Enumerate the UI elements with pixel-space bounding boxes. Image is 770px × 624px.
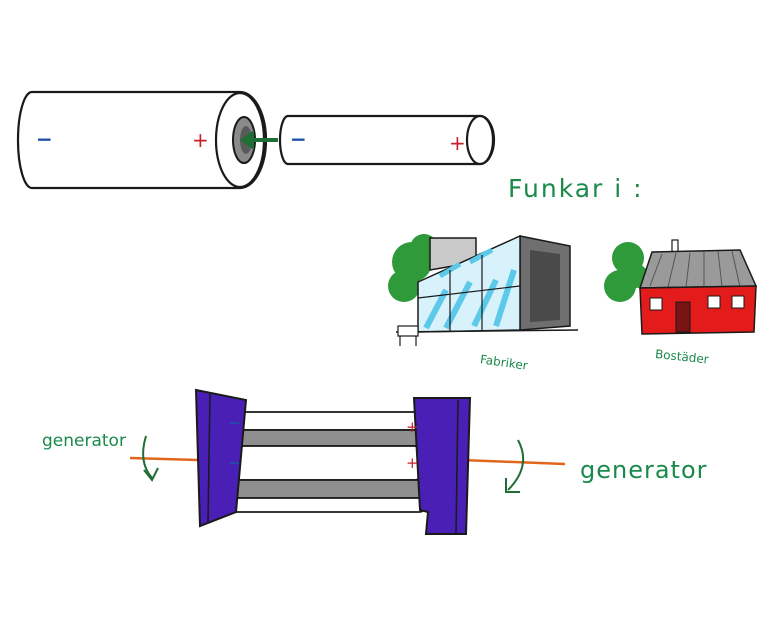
house-illustration: [604, 239, 758, 335]
small-battery: − +: [278, 114, 496, 166]
right-rotation-arrow-icon: [505, 439, 525, 493]
house-label: Bostäder: [654, 347, 709, 367]
funkar-label: Funkar i :: [508, 174, 644, 203]
generator-assembly: − + − +: [129, 388, 566, 535]
factory-illustration: [388, 234, 579, 346]
large-battery-plus: +: [192, 128, 209, 152]
rod1-plus: +: [406, 418, 419, 436]
right-generator-label: generator: [580, 456, 708, 484]
rod2-minus: −: [228, 454, 241, 472]
right-plate: [412, 397, 472, 535]
factory-label: Fabriker: [479, 352, 528, 373]
small-battery-plus: +: [449, 131, 466, 155]
rod2-plus: +: [406, 454, 419, 472]
rod-bottom: [209, 497, 427, 513]
left-rotation-arrow-icon: [142, 435, 159, 482]
insert-arrow-icon: [240, 130, 278, 150]
left-generator-label: generator: [42, 431, 126, 451]
large-battery: − +: [16, 90, 268, 190]
small-battery-minus: −: [290, 127, 307, 151]
rod1-minus: −: [228, 414, 241, 432]
large-battery-minus: −: [36, 127, 53, 151]
rod-gray-2: [209, 479, 427, 499]
